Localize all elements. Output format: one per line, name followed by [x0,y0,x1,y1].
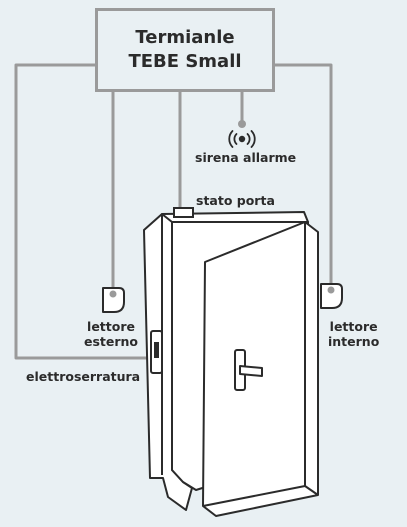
door-state-sensor [173,207,194,218]
external-reader-label: lettore esterno [84,319,138,349]
wire-internal-reader [273,63,333,288]
door-state-label: stato porta [196,193,275,208]
external-reader-device [102,287,125,313]
wire-electric-lock [14,63,159,360]
external-reader-label-line2: esterno [84,334,139,349]
door-handle [234,349,263,391]
internal-reader-label-line1: lettore [329,319,378,334]
internal-reader-label-line2: interno [328,334,380,349]
terminal-title-line2: TEBE Small [128,51,242,72]
internal-reader-label: lettore interno [328,319,379,349]
siren-wire-node [238,120,246,128]
internal-reader-device [320,283,343,309]
terminal-box: Termianle TEBE Small [95,8,275,92]
siren-label: sirena allarme [195,150,297,165]
alarm-siren-icon [228,130,256,148]
electric-lock-label: elettroserratura [26,369,141,384]
terminal-title-line1: Termianle [135,27,235,48]
external-reader-label-line1: lettore [87,319,135,334]
